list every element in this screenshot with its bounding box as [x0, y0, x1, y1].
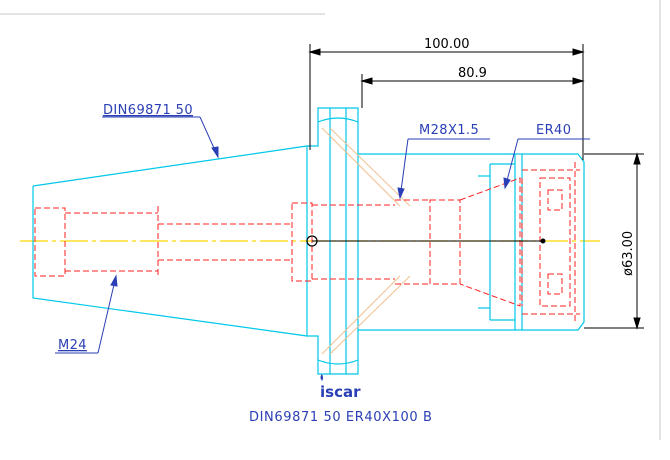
frame-lines: [0, 0, 661, 440]
logo-text: iscar: [320, 383, 361, 401]
label-collet: ER40: [536, 123, 571, 138]
dim-gauge-length: 80.9: [458, 66, 487, 81]
dim-overall-length: 100.00: [424, 37, 470, 52]
logo: iscar: [320, 374, 361, 401]
dim-diameter: ø63.00: [621, 231, 636, 276]
label-thread-m24: M24: [58, 338, 87, 353]
bore-center-marker: [306, 235, 318, 247]
nut-center-marker: [540, 238, 546, 244]
dimension-lines: [308, 44, 644, 330]
logo-flame-icon: [320, 374, 323, 381]
label-din-top: DIN69871 50: [103, 103, 193, 118]
hidden-features: [34, 162, 580, 322]
leader-lines: [55, 116, 590, 354]
label-thread-m28: M28X1.5: [419, 123, 479, 138]
part-code: DIN69871 50 ER40X100 B: [249, 410, 433, 425]
flange-hatch: [321, 127, 411, 355]
